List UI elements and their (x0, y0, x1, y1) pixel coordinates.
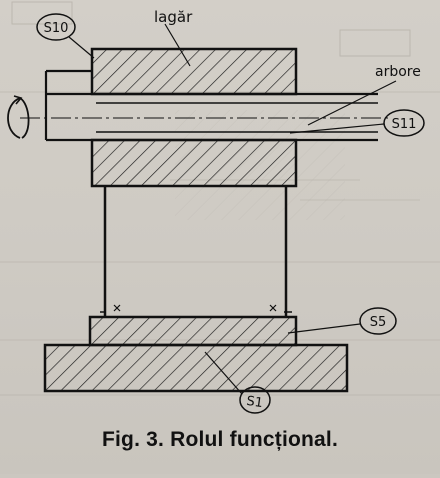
leader-bearing (164, 23, 191, 67)
bearing-lower-half (90, 138, 298, 188)
label-s10: S10 (44, 21, 69, 36)
label-s1: S1 (245, 394, 263, 411)
flange-marks (113, 304, 277, 312)
bearing-lower-flange (88, 315, 298, 347)
rotation-arrow-icon (7, 95, 30, 139)
bearing-upper-half (90, 47, 298, 96)
label-shaft: arbore (375, 64, 421, 80)
bubble-s1 (239, 386, 271, 414)
bubble-s10 (36, 13, 76, 41)
label-s11: S11 (392, 117, 417, 132)
label-s5: S5 (370, 315, 387, 330)
shaft (20, 69, 390, 142)
bubble-s5 (359, 307, 397, 335)
bubble-s11 (383, 109, 425, 137)
label-bearing: lagăr (154, 8, 193, 26)
base-plate (43, 343, 349, 393)
leader-shaft (307, 80, 397, 126)
figure-caption: Fig. 3. Rolul funcțional. (102, 428, 338, 451)
